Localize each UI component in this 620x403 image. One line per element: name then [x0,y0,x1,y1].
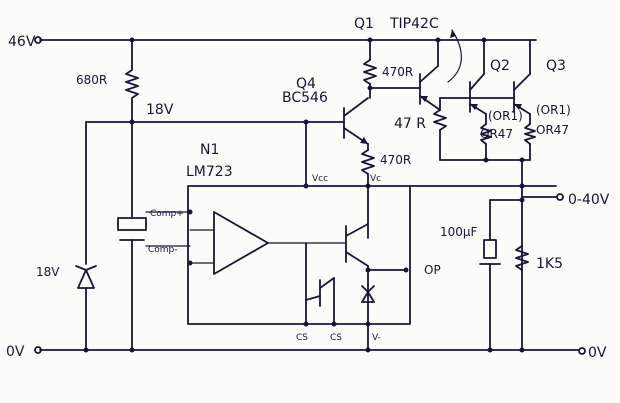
label-0v-left: 0V [6,344,25,360]
label-comp-minus: Comp- [148,245,178,255]
label-vc: Vc [370,174,381,184]
label-vminus: V- [372,333,381,343]
label-vcc: Vcc [312,174,328,184]
opamp [213,211,269,275]
label-18v-node: 18V [146,102,174,118]
label-lm723: LM723 [186,164,233,180]
label-47r: 47 R [394,116,426,132]
terminal-0v-right [578,347,586,355]
label-470r-mid: 470R [380,153,411,167]
terminal-46v [34,36,42,44]
label-tip42c: TIP42C [389,16,439,32]
label-q2: Q2 [490,58,510,74]
resistor-470r-top [363,59,377,85]
capacitor-100uf [483,239,497,259]
label-680r: 680R [76,73,107,87]
resistor-or47-2 [524,123,536,145]
label-0v-right: 0V [588,345,607,361]
terminal-0v-left [34,346,42,354]
zener-18v [75,265,97,289]
resistor-47r [433,109,447,131]
label-ori-2: (OR1) [536,103,571,117]
label-zener-18v: 18V [36,265,60,279]
resistor-680r [125,69,139,99]
label-or47-1: OR47 [480,127,513,141]
label-cs-2: CS [330,333,342,343]
capacitor-comp [117,217,147,231]
label-470r-top: 470R [382,65,413,79]
label-op: OP [424,263,441,277]
label-bc546: BC546 [282,90,328,106]
label-or47-2: OR47 [536,123,569,137]
resistor-1k5 [515,245,529,271]
resistor-470r-mid [361,149,375,175]
label-ori-1: (OR1) [488,109,523,123]
label-cs-1: CS [296,333,308,343]
terminal-out [556,193,564,201]
label-q4: Q4 [296,76,316,92]
resistor-or47-1 [480,123,492,145]
label-1k5: 1K5 [536,256,563,272]
label-output: 0-40V [568,192,610,208]
lm723-box [187,185,411,325]
label-n1: N1 [200,142,219,158]
label-q3: Q3 [546,58,566,74]
label-q1: Q1 [354,16,374,32]
label-100uf: 100µF [440,225,478,239]
label-46v: 46V [8,34,36,50]
label-comp-plus: Comp+ [150,209,184,219]
